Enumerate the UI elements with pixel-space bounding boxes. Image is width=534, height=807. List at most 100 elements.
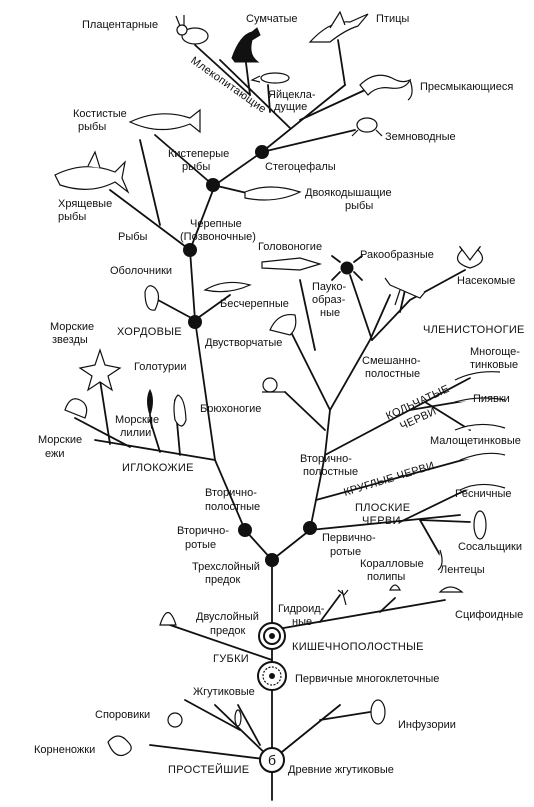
label-tunicates: Оболочники xyxy=(110,265,172,277)
node-craniates xyxy=(183,243,197,257)
branch-sea-urchins xyxy=(74,417,131,448)
label-oviparous-2: дущие xyxy=(274,101,307,113)
label-oviparous-1: Яйцекла- xyxy=(268,89,316,101)
node-b-label: б xyxy=(268,752,276,768)
tree-nodes: б xyxy=(183,145,317,773)
branch-tunicates xyxy=(157,299,196,321)
node-stegocephali xyxy=(255,145,269,159)
label-arthropoda: ЧЛЕНИСТОНОГИЕ xyxy=(423,324,525,336)
label-protozoa: ПРОСТЕЙШИЕ xyxy=(168,763,249,776)
bony-fish-icon xyxy=(128,108,201,134)
fluke-icon xyxy=(473,510,487,540)
sea-cucumber-icon xyxy=(173,394,187,427)
branch-acrania xyxy=(194,294,231,321)
flagellate-icon xyxy=(234,709,242,727)
label-sea-urchins-2: ежи xyxy=(45,448,65,460)
bivalve-icon xyxy=(269,313,297,336)
label-coral-2: полипы xyxy=(367,571,405,583)
label-protostomes-2: ротые xyxy=(330,546,361,558)
branch-coelenterata xyxy=(271,599,446,631)
node-diploblast xyxy=(258,622,286,650)
label-platyhelm-1: ПЛОСКИЕ xyxy=(355,502,410,514)
label-deuterostomes-2: ротые xyxy=(185,539,216,551)
label-echinodermata: ИГЛОКОЖИЕ xyxy=(122,462,194,474)
label-flagellates: Жгутиковые xyxy=(193,686,255,698)
branch-bivalves xyxy=(289,329,331,411)
label-leeches: Пиявки xyxy=(473,393,510,405)
branch-lobefin xyxy=(154,134,214,186)
label-bony-fish-2: рыбы xyxy=(78,121,106,133)
platypus-icon xyxy=(250,72,290,84)
label-oligochaetes: Малощетинковые xyxy=(430,435,521,447)
label-sea-lilies-1: Морские xyxy=(115,414,159,426)
label-sea-urchins-1: Морские xyxy=(38,434,82,446)
node-protostomes xyxy=(303,521,317,535)
kangaroo-icon xyxy=(231,27,261,63)
label-scyphozoa: Сцифоидные xyxy=(455,609,523,621)
branch-cephalopods xyxy=(299,279,316,351)
label-acrania: Бесчерепные xyxy=(220,298,289,310)
label-cephalopods: Головоногие xyxy=(258,241,322,253)
branch-protostomes xyxy=(271,529,311,561)
crayfish-icon xyxy=(384,277,426,306)
branch-sea-stars xyxy=(99,379,111,445)
branch-sporozoa xyxy=(184,699,241,731)
branch-arthropoda xyxy=(371,269,466,341)
tree-labels: Плацентарные Сумчатые Птицы Млекопитающи… xyxy=(34,13,525,776)
branch-ciliates xyxy=(271,704,341,761)
branch-gastropods xyxy=(284,391,326,431)
label-lobe-fin-1: Кистеперые xyxy=(168,148,229,160)
sea-lily-icon xyxy=(147,388,153,429)
label-deuterostomes-1: Вторично- xyxy=(177,525,229,537)
shark-icon xyxy=(54,150,130,194)
branch-placental xyxy=(194,44,251,96)
label-birds: Птицы xyxy=(376,13,409,25)
coral-icon xyxy=(389,584,401,591)
label-polychaetes-1: Многоще- xyxy=(470,346,520,358)
label-arachnids-2: образ- xyxy=(312,294,346,306)
branch-mammals xyxy=(219,59,291,129)
label-chordata: ХОРДОВЫЕ xyxy=(117,326,182,338)
tapeworm-icon xyxy=(437,549,443,571)
label-mixocoel-2: полостные xyxy=(365,368,420,380)
label-amphibians: Земноводные xyxy=(385,131,456,143)
branch-echinoderms xyxy=(94,439,216,461)
branch-flatworms xyxy=(309,514,461,531)
node-chordata xyxy=(188,315,202,329)
sponge-icon xyxy=(159,611,177,626)
label-crustaceans: Ракообразные xyxy=(360,249,434,261)
label-coral-1: Коралловые xyxy=(360,558,424,570)
branch-fish xyxy=(109,189,191,251)
branch-tapeworms xyxy=(419,519,441,556)
branch-flukes xyxy=(419,519,471,523)
sea-urchin-icon xyxy=(64,398,88,419)
label-diploblast-2: предок xyxy=(210,625,245,637)
label-deutero-cavity-b1: Вторично- xyxy=(205,487,257,499)
sporozoan-icon xyxy=(167,712,183,728)
hydroid-icon xyxy=(337,589,349,606)
branch-ciliates-tip xyxy=(319,711,371,721)
label-cartilage-2: рыбы xyxy=(58,211,86,223)
label-mammals: Млекопитающие xyxy=(188,55,268,116)
amoeba-icon xyxy=(107,735,132,757)
spider-icon xyxy=(331,255,363,281)
butterfly-icon xyxy=(456,246,484,269)
branch-turbellaria xyxy=(399,487,471,523)
label-ancient-flagellates: Древние жгутиковые xyxy=(288,764,394,776)
label-lobe-fin-2: рыбы xyxy=(182,161,210,173)
branch-protozoa-left xyxy=(214,704,273,761)
earthworm-icon xyxy=(454,423,506,431)
label-lungfish-1: Двоякодышащие xyxy=(305,187,392,199)
label-sponges: ГУБКИ xyxy=(213,653,249,665)
node-triploblast xyxy=(265,553,279,567)
label-deutero-cavity-1: Вторично- xyxy=(300,453,352,465)
label-deutero-cavity-2: полостные xyxy=(303,466,358,478)
label-coelenterata: КИШЕЧНОПОЛОСТНЫЕ xyxy=(292,641,424,653)
tunicate-icon xyxy=(144,285,160,311)
label-bivalves: Двустворчатые xyxy=(205,337,282,349)
branch-annelida xyxy=(324,377,471,456)
branch-hydroids xyxy=(319,594,341,623)
label-stegocephali: Стегоцефалы xyxy=(265,161,336,173)
node-ancient-flagellates: б xyxy=(259,747,285,773)
